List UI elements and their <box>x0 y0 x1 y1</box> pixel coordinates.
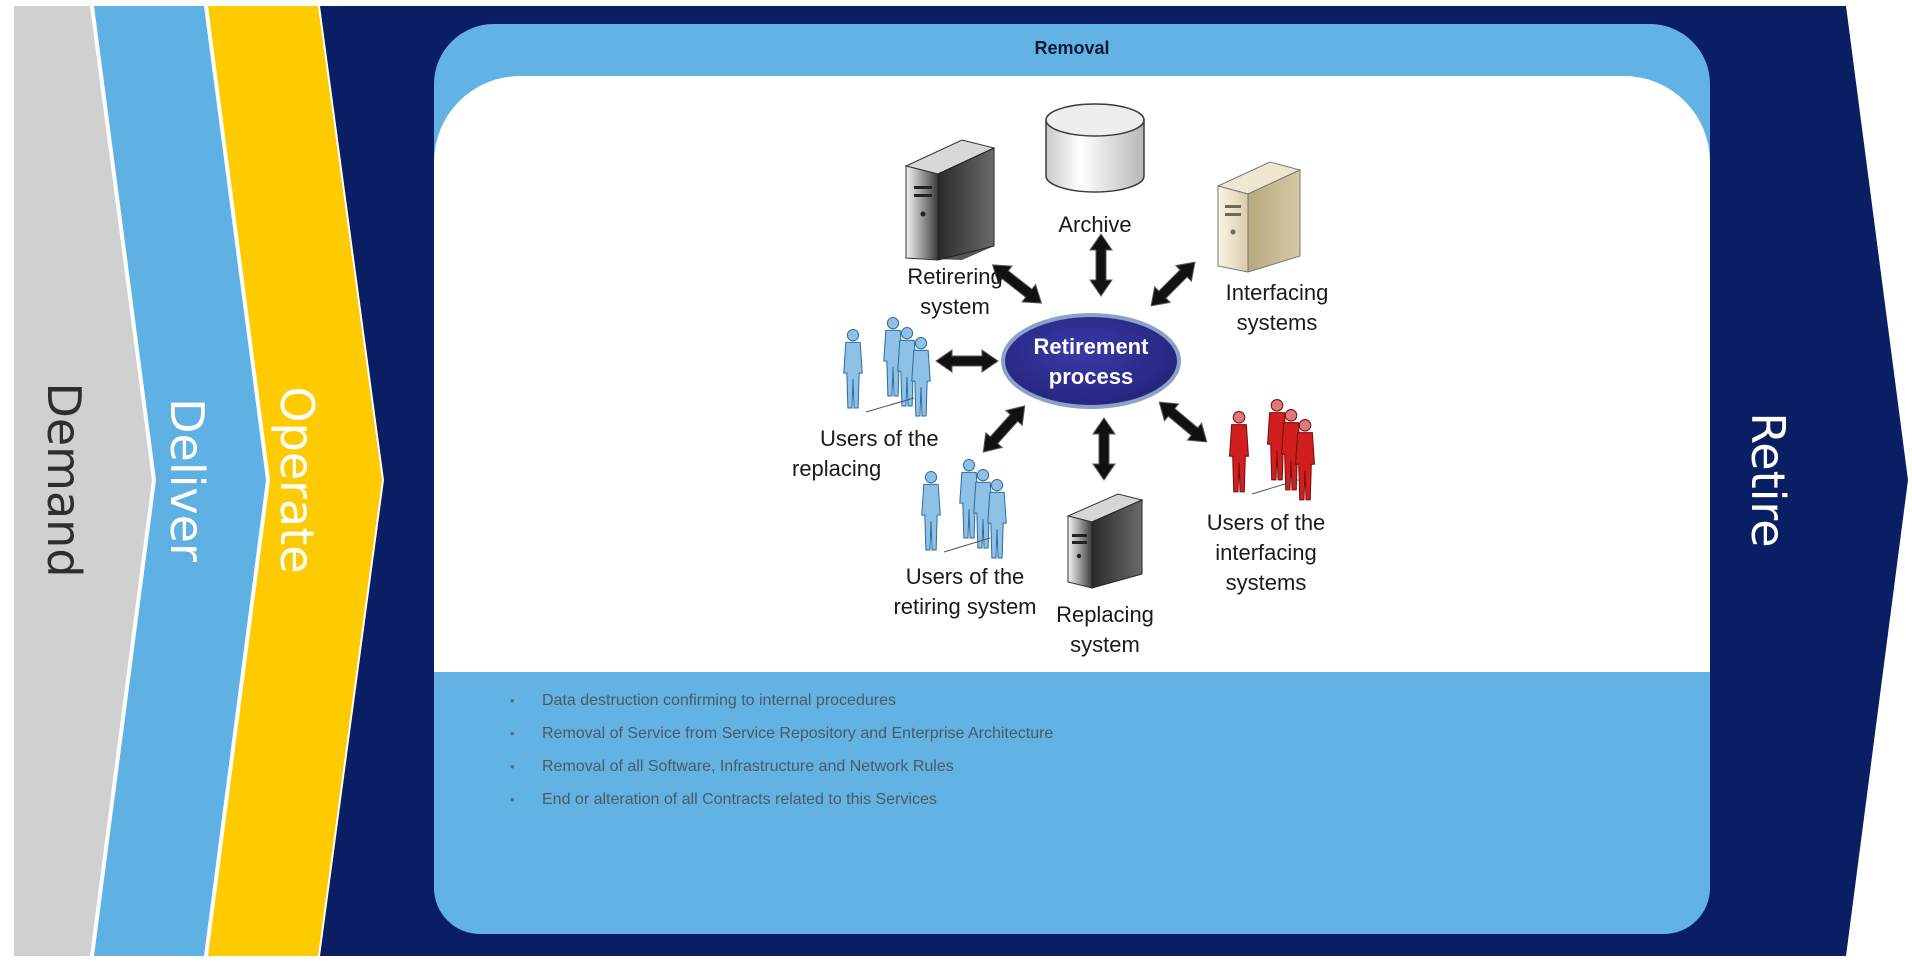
arrow-users-retiring <box>974 398 1034 460</box>
label-users-replacing: Users of the replacing <box>792 426 939 481</box>
label-replacing-system: Replacing system <box>1056 602 1154 657</box>
retirement-process-label: Retirement process <box>1033 334 1149 389</box>
chevron-operate <box>208 6 382 956</box>
server-icon <box>904 139 996 261</box>
label-users-interfacing: Users of the interfacing systems <box>1206 510 1326 595</box>
chevron-deliver <box>94 6 266 956</box>
bullet-item: Removal of Service from Service Reposito… <box>510 723 1053 756</box>
retirement-process-node <box>1001 313 1181 409</box>
bullet-item: End or alteration of all Contracts relat… <box>510 789 1053 822</box>
arrow-users-replacing <box>935 349 999 373</box>
arrow-interfacing-systems <box>1142 253 1204 315</box>
server-icon <box>1066 493 1144 589</box>
users-icon <box>843 316 931 417</box>
bullet-item: Removal of all Software, Infrastructure … <box>510 756 1053 789</box>
bullet-item: Data destruction confirming to internal … <box>510 690 1053 723</box>
chevron-demand <box>14 6 152 956</box>
removal-panel-title: Removal <box>1034 38 1110 58</box>
arrow-archive <box>1089 233 1113 297</box>
arrow-replacing-system <box>1092 417 1116 481</box>
label-interfacing-systems: Interfacing systems <box>1225 280 1329 335</box>
arrow-users-interfacing <box>1151 393 1215 451</box>
label-retiring-system: Retirering system <box>907 264 1003 319</box>
label-archive: Archive <box>1058 212 1132 237</box>
users-icon <box>1229 399 1315 501</box>
users-icon <box>921 458 1007 559</box>
database-icon <box>1045 103 1145 193</box>
server-icon <box>1216 161 1302 273</box>
label-users-retiring: Users of the retiring system <box>893 564 1037 619</box>
removal-bullet-list: Data destruction confirming to internal … <box>510 690 1053 822</box>
